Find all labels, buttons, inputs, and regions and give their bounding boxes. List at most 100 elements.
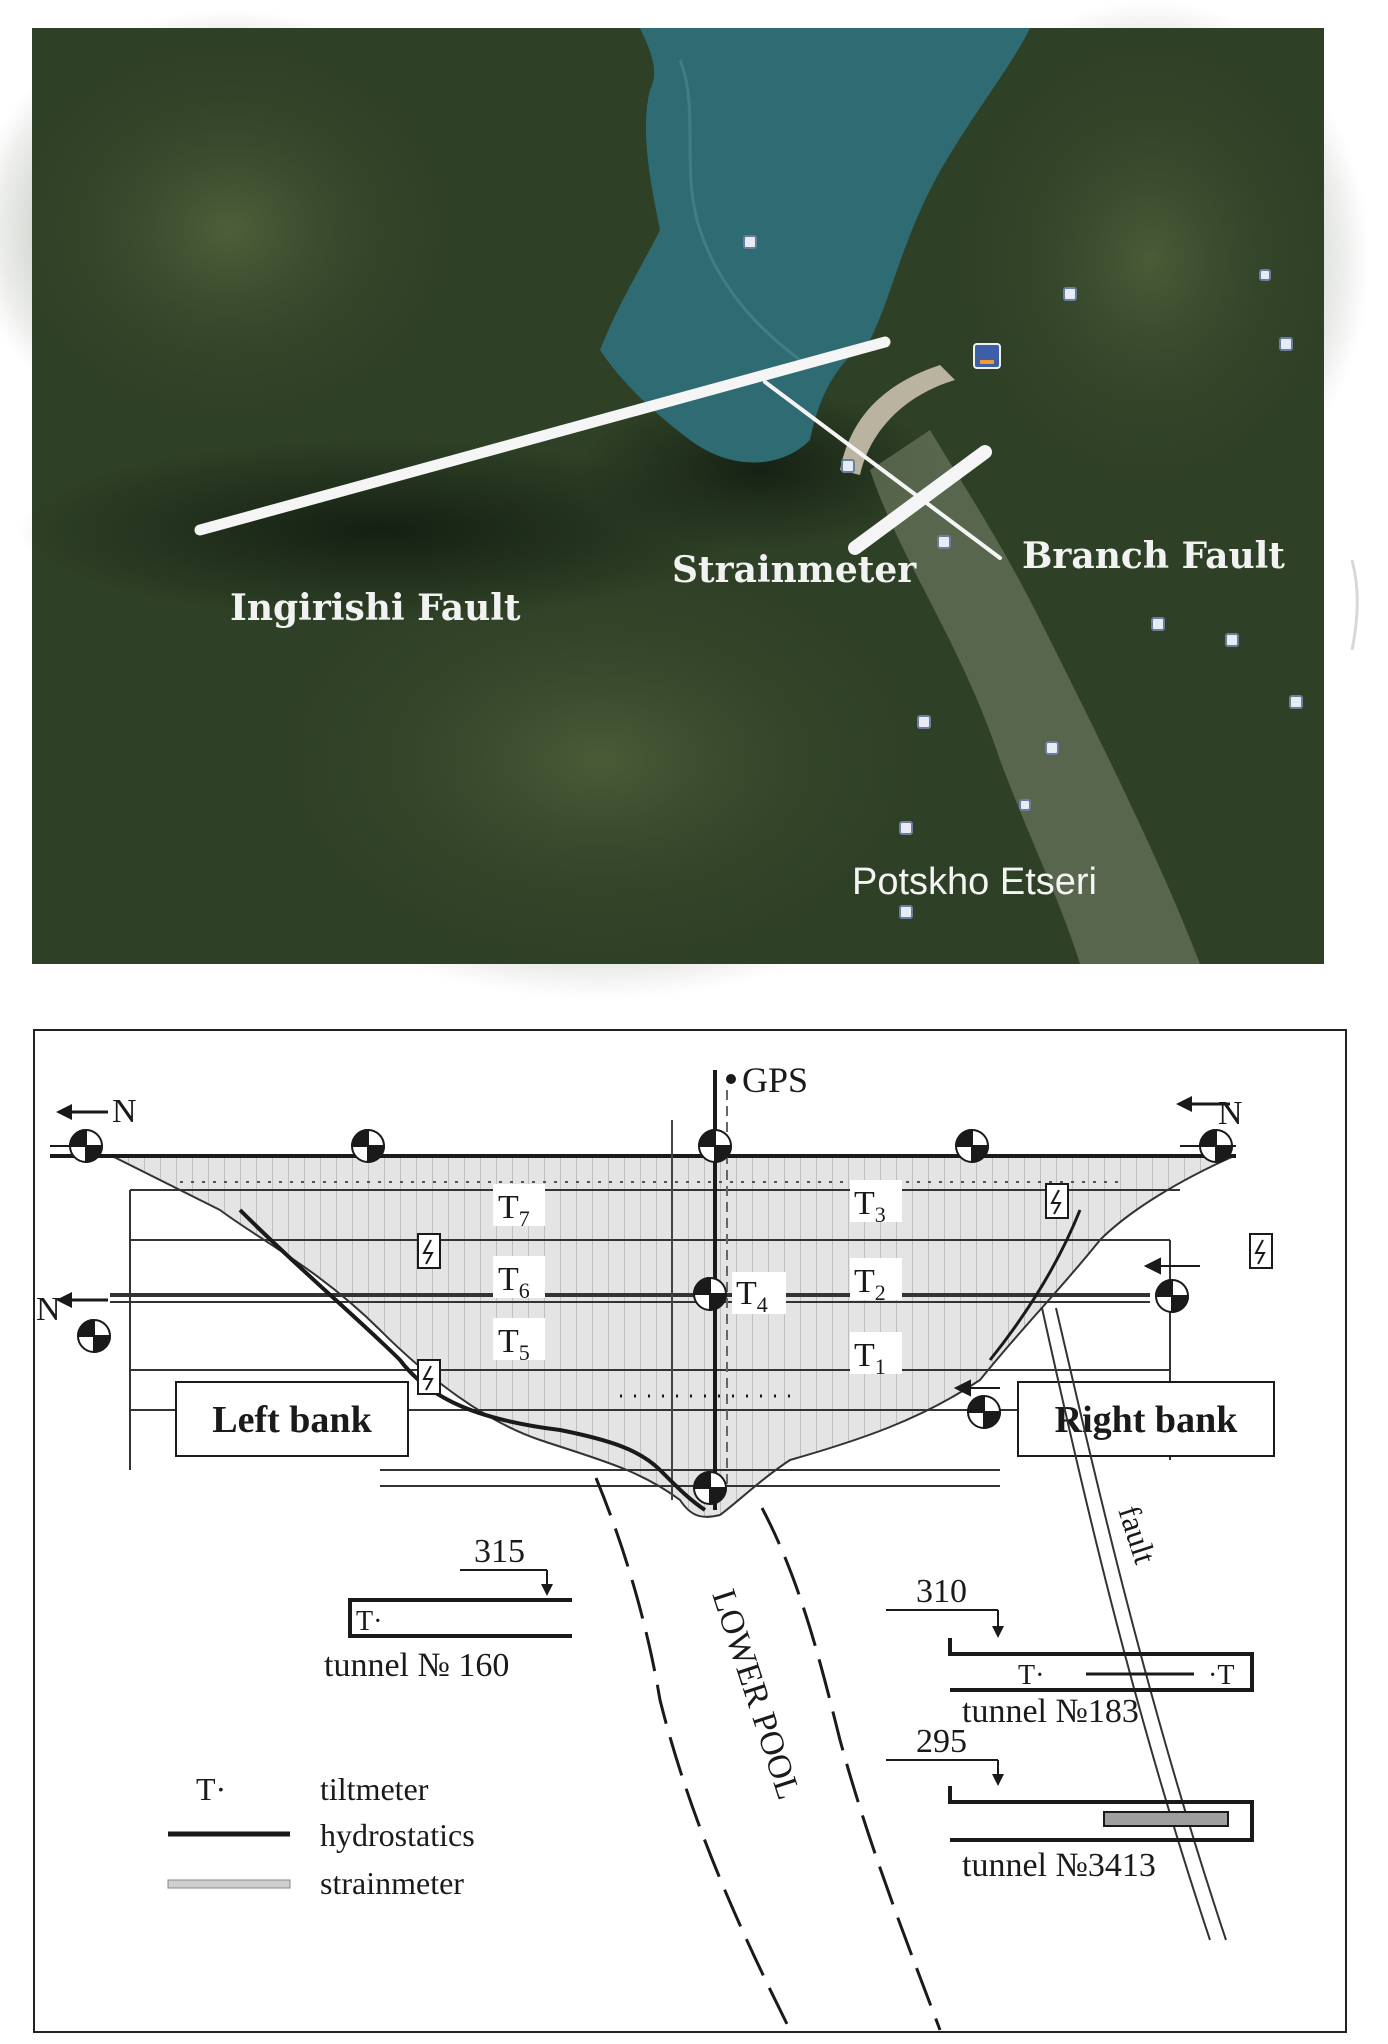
label-bg xyxy=(850,1332,902,1374)
benchmark-symbol xyxy=(76,1318,112,1354)
ingirishi-fault-trace xyxy=(194,336,891,536)
river-valley xyxy=(870,430,1200,964)
hydrostatics-curve xyxy=(988,1209,1082,1361)
tunnel-3413-label: tunnel №3413 xyxy=(962,1847,1156,1884)
map-marker xyxy=(1279,337,1293,351)
tunnel-strainmeter xyxy=(1103,1811,1229,1827)
lower-pool-bank xyxy=(760,1507,942,2031)
north-label: N xyxy=(1218,1095,1243,1132)
hill-shading xyxy=(0,10,490,450)
benchmark-symbol xyxy=(954,1128,990,1164)
benchmark-symbol xyxy=(68,1128,104,1164)
hydrostatics-curve xyxy=(238,1208,707,1512)
tiltmeter-t2: T2 xyxy=(854,1263,886,1305)
tiltmeter-t1: T1 xyxy=(854,1337,886,1379)
benchmark-symbol xyxy=(697,1128,733,1164)
tiltmeter-t5: T5 xyxy=(498,1323,530,1365)
tunnel-outline xyxy=(948,1786,1254,1842)
satellite-image: Ingirishi Fault Strainmeter Branch Fault… xyxy=(0,0,1370,1000)
sensor-box xyxy=(1249,1233,1273,1269)
reservoir xyxy=(600,28,1030,463)
valley-shadow xyxy=(20,440,740,620)
tunnel-outline xyxy=(948,1638,1254,1692)
benchmark-symbol xyxy=(692,1276,728,1312)
sensor-box xyxy=(1045,1183,1069,1219)
sensor-box xyxy=(417,1359,441,1395)
hill-shading xyxy=(930,0,1370,520)
ingirishi-fault-label: Ingirishi Fault xyxy=(230,587,521,629)
map-marker xyxy=(937,535,951,549)
tiltmeter-t6: T6 xyxy=(498,1261,530,1303)
map-marker xyxy=(841,459,855,473)
map-marker xyxy=(1045,741,1059,755)
legend-tiltmeter-symbol: T· xyxy=(196,1771,226,1807)
north-label: N xyxy=(112,1093,137,1130)
map-marker xyxy=(743,235,757,249)
sensor-box xyxy=(417,1233,441,1269)
map-marker xyxy=(1019,799,1031,811)
map-marker xyxy=(1063,287,1077,301)
label-bg xyxy=(493,1184,545,1226)
tunnel-160-label: tunnel № 160 xyxy=(324,1647,509,1684)
label-bg xyxy=(493,1256,545,1298)
left-bank-box xyxy=(175,1381,409,1457)
valley-shadow xyxy=(580,390,940,550)
north-arrow-left-mid: N xyxy=(36,1291,108,1328)
tiltmeter-labels: T7 T6 T5 T4 T3 T2 T1 xyxy=(493,1180,902,1379)
map-marker xyxy=(1289,695,1303,709)
elevation-310: 310 xyxy=(916,1573,967,1610)
label-bg xyxy=(732,1272,786,1314)
village-label: Potskho Etseri xyxy=(852,861,1097,903)
gps-label: GPS xyxy=(742,1060,808,1100)
north-label: N xyxy=(36,1291,61,1328)
benchmark-symbol xyxy=(350,1128,386,1164)
tiltmeter-t3: T3 xyxy=(854,1185,886,1227)
north-arrow-top-right: N xyxy=(1176,1095,1243,1132)
elevation-315: 315 xyxy=(474,1533,525,1570)
tunnel-183-label: tunnel №183 xyxy=(962,1693,1139,1730)
map-marker xyxy=(917,715,931,729)
benchmark-symbol xyxy=(692,1470,728,1506)
map-marker xyxy=(1151,617,1165,631)
flow-arrows xyxy=(953,1257,1200,1397)
legend-tiltmeter-label: tiltmeter xyxy=(320,1771,429,1807)
elevation-295: 295 xyxy=(916,1723,967,1760)
edge-mark xyxy=(1350,559,1359,651)
branch-fault-label: Branch Fault xyxy=(1022,535,1285,577)
benchmark-symbol xyxy=(1154,1278,1190,1314)
label-bg xyxy=(850,1258,902,1300)
tiltmeter-t7: T7 xyxy=(498,1189,530,1231)
map-marker xyxy=(899,821,913,835)
legend-strainmeter-swatch xyxy=(167,1879,291,1889)
tunnel-160-marker: T· xyxy=(356,1606,382,1637)
tunnel-outline xyxy=(348,1598,572,1638)
north-arrow-top-left: N xyxy=(56,1093,137,1130)
legend: T· tiltmeter hydrostatics strainmeter xyxy=(167,1771,475,1901)
map-marker xyxy=(1259,269,1271,281)
tunnel-183: 310 T· ·T tunnel №183 xyxy=(886,1573,1254,1730)
reservoir-shore xyxy=(678,59,801,362)
tiltmeter-t4: T4 xyxy=(736,1275,768,1317)
dam-crest xyxy=(840,365,955,475)
sensor-boxes xyxy=(417,1183,1273,1395)
strainmeter-label: Strainmeter xyxy=(672,549,917,591)
map-marker xyxy=(899,905,913,919)
legend-strainmeter-label: strainmeter xyxy=(320,1865,464,1901)
branch-fault-trace xyxy=(763,380,1002,560)
gps-point xyxy=(726,1074,736,1084)
scheme-diagram: GPS N N N xyxy=(33,1029,1347,2033)
benchmarks xyxy=(68,1128,1234,1506)
lower-pool-bank xyxy=(594,1477,792,2031)
legend-hydrostatics-label: hydrostatics xyxy=(320,1817,475,1853)
tunnel-3413: 295 tunnel №3413 xyxy=(886,1723,1254,1884)
tunnel-183-marker-right: ·T xyxy=(1208,1660,1234,1691)
tunnel-160: 315 T· tunnel № 160 xyxy=(324,1533,572,1684)
station-marker xyxy=(973,343,1001,369)
benchmark-symbol xyxy=(1198,1128,1234,1164)
benchmark-symbol xyxy=(966,1394,1002,1430)
hill-shading xyxy=(220,520,980,1000)
label-bg xyxy=(850,1180,902,1222)
strainmeter-trace xyxy=(848,445,992,555)
tunnel-183-marker-left: T· xyxy=(1018,1660,1044,1691)
